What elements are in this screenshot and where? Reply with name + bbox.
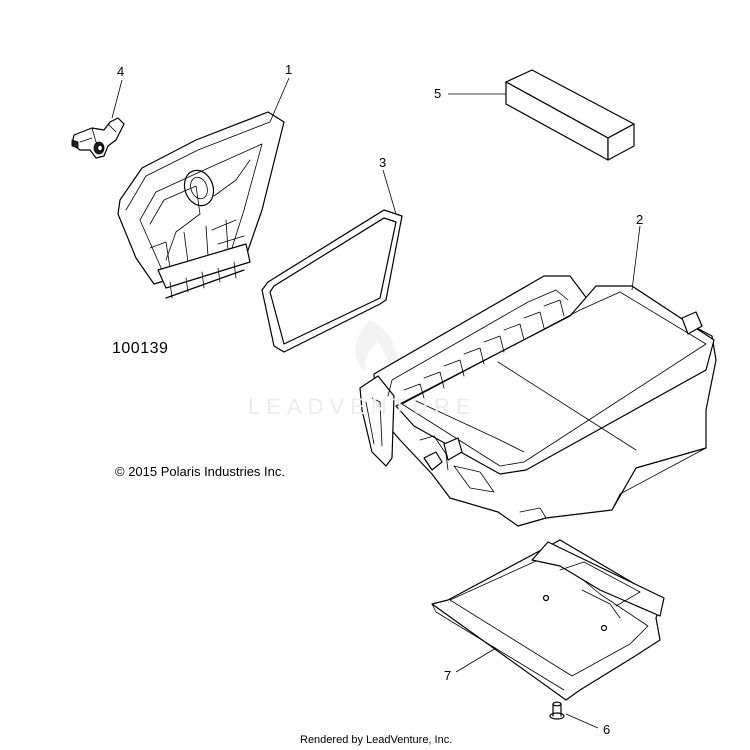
- callout-6: 6: [603, 722, 611, 737]
- leader-4: [111, 79, 123, 119]
- callout-2: 2: [636, 212, 644, 227]
- screw-part: [549, 701, 565, 720]
- box-part: [359, 275, 717, 527]
- tray-part: [431, 539, 665, 701]
- copyright-text: © 2015 Polaris Industries Inc.: [115, 464, 285, 479]
- cover-part: [117, 111, 285, 299]
- leader-1: [269, 77, 290, 123]
- callout-7: 7: [444, 668, 452, 683]
- watermark-flame-icon: [355, 320, 397, 376]
- seal-part: [261, 209, 403, 353]
- callout-1: 1: [285, 62, 293, 77]
- diagram-id: 100139: [112, 340, 169, 357]
- leader-lines: [111, 77, 641, 729]
- leader-6: [565, 713, 599, 729]
- leader-2: [631, 225, 641, 291]
- callout-3: 3: [379, 155, 387, 170]
- callout-4: 4: [117, 64, 125, 79]
- footer-credit: Rendered by LeadVenture, Inc.: [300, 734, 453, 746]
- leader-7: [455, 647, 497, 673]
- block-part: [505, 69, 635, 161]
- watermark-text: LEADVENTURE: [248, 394, 477, 419]
- callout-5: 5: [434, 86, 442, 101]
- latch-part: [71, 117, 125, 159]
- leader-3: [382, 169, 397, 215]
